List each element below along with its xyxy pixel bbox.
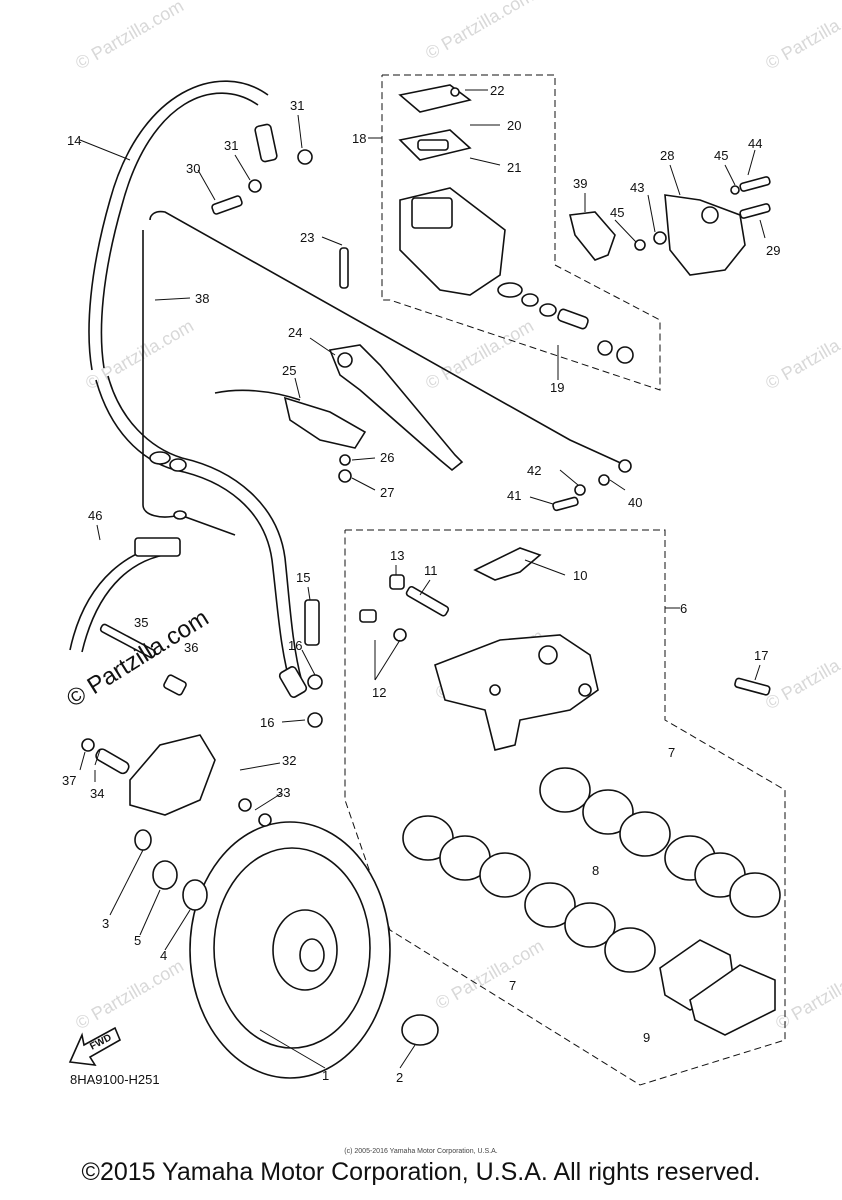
fine-print: (c) 2005-2016 Yamaha Motor Corporation, …	[344, 1148, 498, 1155]
brake-cable	[142, 210, 632, 536]
label-43: 43	[630, 180, 644, 195]
label-15: 15	[296, 570, 310, 585]
label-13: 13	[390, 548, 404, 563]
label-1: 1	[322, 1068, 329, 1083]
assembly-outlines	[344, 74, 786, 1086]
label-17: 17	[754, 648, 768, 663]
label-5: 5	[134, 933, 141, 948]
label-23: 23	[300, 230, 314, 245]
spring-hose	[69, 537, 181, 653]
copyright-footer: ©2015 Yamaha Motor Corporation, U.S.A. A…	[81, 1158, 761, 1186]
label-22: 22	[490, 83, 504, 98]
caliper-pistons	[402, 767, 781, 973]
label-37: 37	[62, 773, 76, 788]
label-28: 28	[660, 148, 674, 163]
hardware	[211, 87, 610, 728]
label-36: 36	[184, 640, 198, 655]
label-26: 26	[380, 450, 394, 465]
label-3: 3	[102, 916, 109, 931]
master-cylinder	[398, 84, 506, 296]
label-31a: 31	[290, 98, 304, 113]
brake-hose	[88, 80, 308, 698]
svg-text:© Partzilla.com: © Partzilla.com	[422, 0, 537, 63]
piston-kit	[497, 282, 634, 364]
svg-text:© Partzilla.com: © Partzilla.com	[762, 315, 842, 393]
label-33: 33	[276, 785, 290, 800]
label-45b: 45	[610, 205, 624, 220]
label-4: 4	[160, 948, 167, 963]
svg-text:© Partzilla.com: © Partzilla.com	[432, 935, 547, 1013]
label-35: 35	[134, 615, 148, 630]
label-29: 29	[766, 243, 780, 258]
label-27: 27	[380, 485, 394, 500]
caliper-bracket	[569, 176, 771, 276]
label-16a: 16	[288, 638, 302, 653]
svg-text:© Partzilla.com: © Partzilla.com	[762, 0, 842, 73]
label-10: 10	[573, 568, 587, 583]
label-14: 14	[67, 133, 81, 148]
svg-text:© Partzilla.com: © Partzilla.com	[82, 315, 197, 393]
label-12: 12	[372, 685, 386, 700]
label-39: 39	[573, 176, 587, 191]
label-45a: 45	[714, 148, 728, 163]
label-20: 20	[507, 118, 521, 133]
leader-lines	[79, 89, 766, 1069]
label-9: 9	[643, 1030, 650, 1045]
label-6: 6	[680, 601, 687, 616]
svg-text:© Partzilla.com: © Partzilla.com	[762, 635, 842, 713]
parking-lever	[214, 389, 367, 483]
brake-pads	[659, 939, 776, 1036]
brake-lever	[328, 344, 464, 472]
label-25: 25	[282, 363, 296, 378]
label-21: 21	[507, 160, 521, 175]
label-7b: 7	[509, 978, 516, 993]
brake-disc	[189, 821, 439, 1079]
parking-caliper	[81, 623, 272, 911]
label-2: 2	[396, 1070, 403, 1085]
label-32: 32	[282, 753, 296, 768]
label-38: 38	[195, 291, 209, 306]
label-8: 8	[592, 863, 599, 878]
svg-text:© Partzilla.com: © Partzilla.com	[72, 955, 187, 1033]
label-19: 19	[550, 380, 564, 395]
part-labels: 1 2 3 4 5 6 7 7 8 9 10 11 12 13 14 15 16…	[62, 83, 780, 1085]
label-30: 30	[186, 161, 200, 176]
label-24: 24	[288, 325, 302, 340]
label-18: 18	[352, 131, 366, 146]
label-34: 34	[90, 786, 104, 801]
label-46: 46	[88, 508, 102, 523]
label-44: 44	[748, 136, 762, 151]
label-41: 41	[507, 488, 521, 503]
fwd-arrow-icon: FWD	[68, 1026, 122, 1066]
label-31b: 31	[224, 138, 238, 153]
label-16b: 16	[260, 715, 274, 730]
svg-text:© Partzilla.com: © Partzilla.com	[772, 955, 842, 1033]
label-11: 11	[424, 563, 438, 578]
label-7a: 7	[668, 745, 675, 760]
svg-text:© Partzilla.com: © Partzilla.com	[72, 0, 187, 73]
main-caliper	[359, 547, 771, 751]
label-42: 42	[527, 463, 541, 478]
drawing-code: 8HA9100-H251	[70, 1072, 160, 1087]
svg-text:© Partzilla.com: © Partzilla.com	[422, 315, 537, 393]
label-40: 40	[628, 495, 642, 510]
